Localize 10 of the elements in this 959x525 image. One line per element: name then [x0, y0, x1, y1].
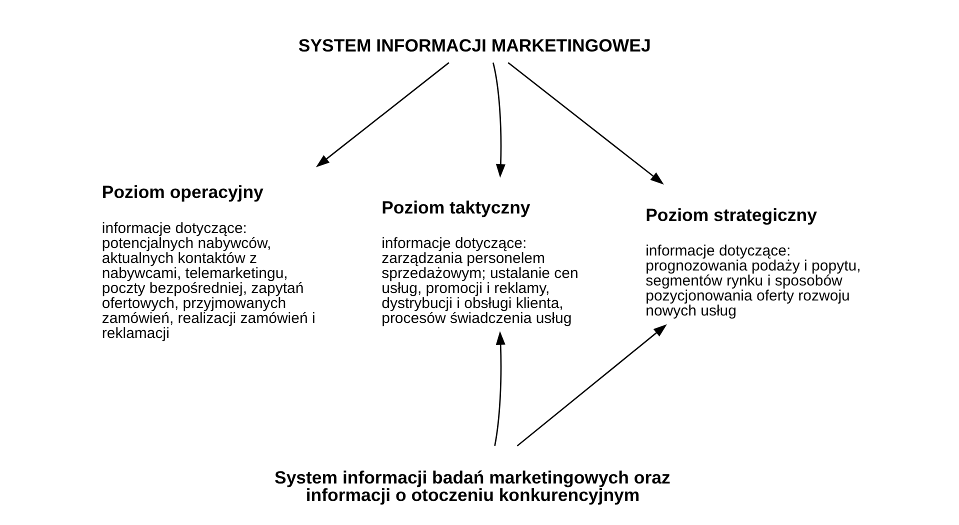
- node-text: Poziom strategiczny informacje dotyczące: prognozowania podaży i popytu, segmentów rynku i sposobów pozycjonowania oferty rozwoju nowych usług: [646, 204, 861, 320]
- node-text: System informacji badań marketingowych oraz informacji o otoczeniu konkurencyjnym: [274, 467, 670, 506]
- arrow: [508, 62, 664, 185]
- node-text: SYSTEM INFORMACJI MARKETINGOWEJ: [298, 36, 651, 56]
- node-text: Poziom operacyjny informacje dotyczące: potencjalnych nabywców, aktualnych kontaktów z nabywcami, telemarketingu, poczty bezpośredniej, zapytań ofertowych, przyjmowanych zamówień, realizacji zamówień i reklamacji: [102, 182, 316, 342]
- arrow: [516, 324, 667, 446]
- arrow: [494, 331, 506, 446]
- arrow: [492, 62, 506, 178]
- node-text: Poziom taktyczny informacje dotyczące: zarządzania personelem sprzedażowym; ustalanie cen usług, promocji i reklamy, dystrybucji i obsługi klienta, procesów świadczenia usług: [382, 197, 578, 327]
- arrow: [316, 62, 450, 168]
